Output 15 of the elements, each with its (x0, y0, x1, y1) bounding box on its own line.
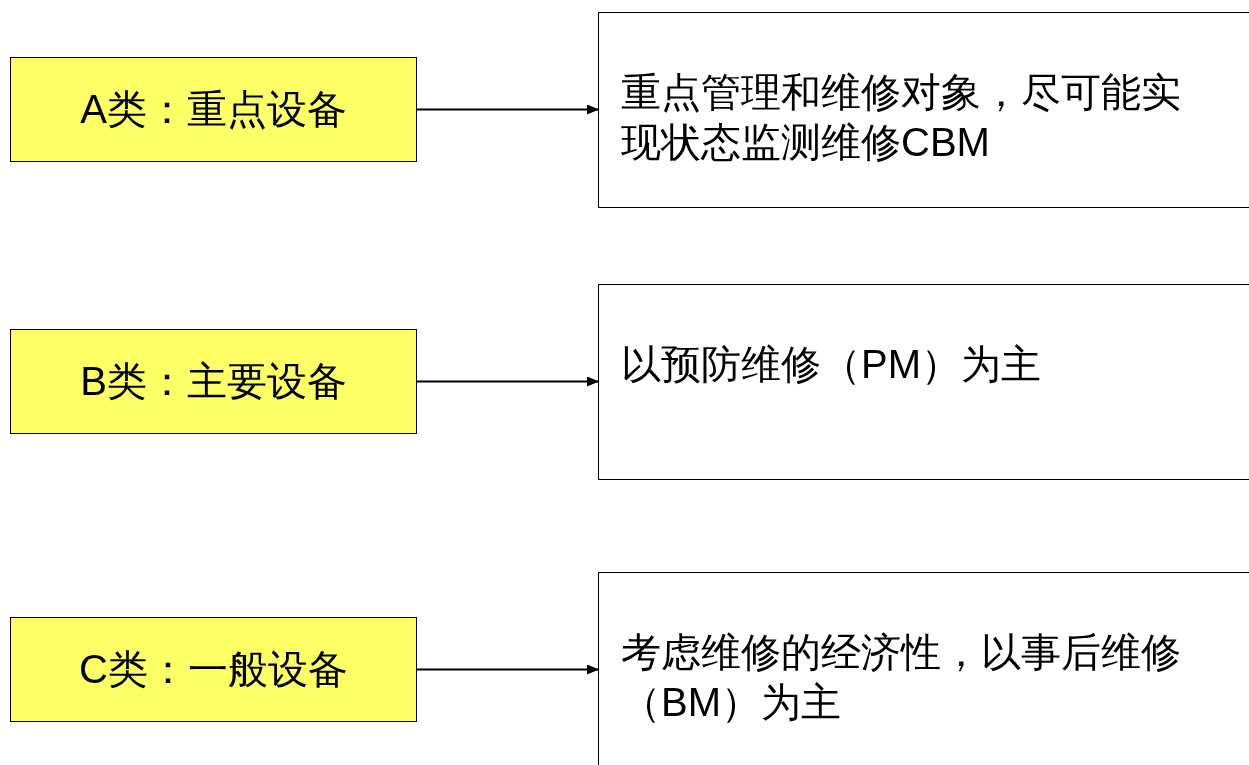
arrow (416, 376, 599, 387)
box-text: 以预防维修（PM）为主 (621, 341, 1042, 388)
box-text: C类：一般设备 (79, 646, 348, 693)
category-box (10, 57, 417, 162)
category-box (10, 617, 417, 722)
arrow (416, 104, 599, 115)
box-text: A类：重点设备 (80, 86, 347, 133)
category-box (10, 329, 417, 434)
description-box (598, 12, 1249, 208)
box-text: 考虑维修的经济性，以事后维修（BM）为主 (621, 629, 1181, 726)
description-box (598, 572, 1249, 765)
box-text: B类：主要设备 (80, 358, 347, 405)
box-text: 重点管理和维修对象，尽可能实现状态监测维修CBM (621, 69, 1181, 166)
description-box (598, 284, 1249, 480)
arrow (416, 664, 599, 675)
